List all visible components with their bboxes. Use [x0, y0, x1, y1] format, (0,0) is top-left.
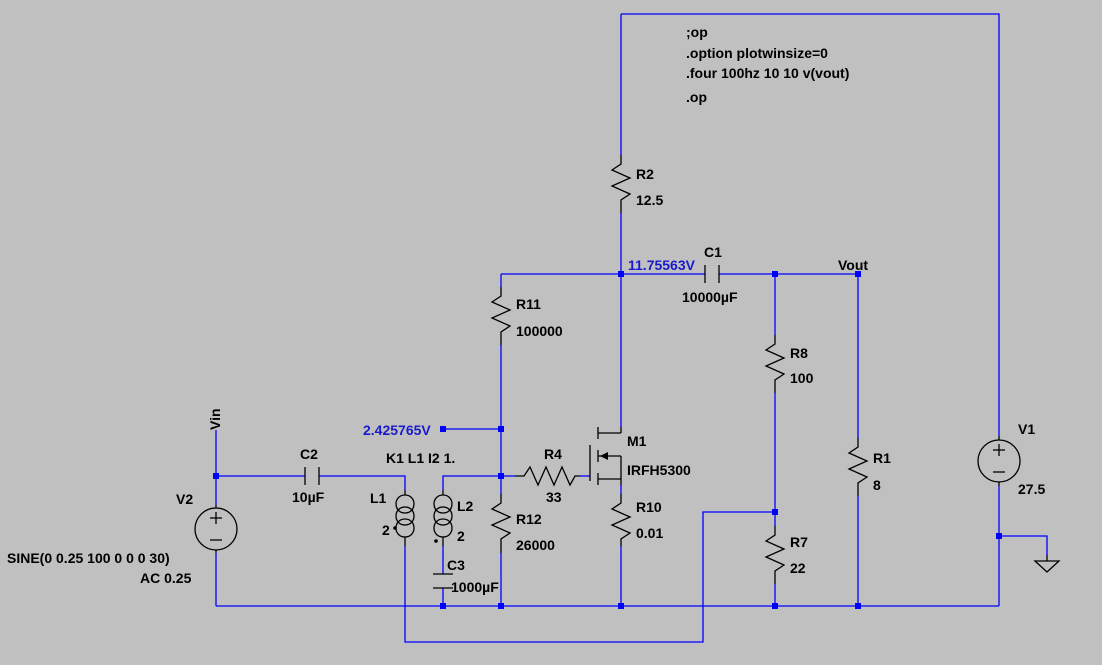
ground-icon[interactable] [1033, 555, 1061, 573]
resistor-r10[interactable] [610, 494, 632, 546]
directive-line[interactable]: .op [686, 89, 707, 105]
drain-node-voltage: 11.75563V [628, 257, 696, 273]
capacitor-c1[interactable] [704, 265, 720, 283]
r10-value[interactable]: 0.01 [636, 525, 663, 541]
resistor-r7[interactable] [764, 526, 786, 584]
r12-name: R12 [516, 511, 542, 527]
wires[interactable] [215, 13, 1048, 643]
r4-name: R4 [544, 446, 562, 462]
l2-value[interactable]: 2 [457, 528, 465, 544]
v2-ac[interactable]: AC 0.25 [140, 570, 192, 586]
r7-value[interactable]: 22 [790, 560, 806, 576]
voltage-source-v2[interactable] [194, 505, 238, 553]
r11-name: R11 [516, 296, 541, 312]
c1-value[interactable]: 10000µF [682, 289, 738, 305]
c3-name: C3 [447, 557, 465, 573]
c2-value[interactable]: 10µF [292, 489, 325, 505]
r2-value[interactable]: 12.5 [636, 192, 663, 208]
resistor-r4[interactable] [515, 465, 580, 487]
c2-name: C2 [300, 446, 318, 462]
r8-value[interactable]: 100 [790, 370, 814, 386]
v1-value[interactable]: 27.5 [1018, 481, 1045, 497]
directive-line[interactable]: .option plotwinsize=0 [686, 45, 828, 61]
inductor-l1[interactable] [393, 490, 415, 546]
r1-value[interactable]: 8 [873, 477, 881, 493]
directive-line[interactable]: ;op [686, 24, 708, 40]
gate-node-voltage: 2.425765V [363, 422, 431, 438]
junction-dots [213, 271, 1002, 609]
spice-directives[interactable]: ;op .option plotwinsize=0 .four 100hz 10… [686, 24, 849, 105]
capacitor-c3[interactable] [433, 573, 453, 589]
capacitor-c2[interactable] [304, 467, 320, 485]
net-label-vin[interactable]: Vin [207, 408, 223, 430]
resistor-r8[interactable] [764, 335, 786, 393]
l1-name: L1 [370, 490, 387, 506]
c1-name: C1 [704, 244, 722, 260]
net-label-vout[interactable]: Vout [838, 257, 868, 273]
v2-name: V2 [176, 491, 193, 507]
resistor-r11[interactable] [490, 287, 512, 345]
v1-name: V1 [1018, 421, 1035, 437]
l1-value[interactable]: 2 [382, 522, 390, 538]
r4-value[interactable]: 33 [546, 489, 562, 505]
resistor-r1[interactable] [847, 438, 869, 496]
resistor-r2[interactable] [610, 155, 632, 213]
m1-value[interactable]: IRFH5300 [627, 462, 691, 478]
c3-value[interactable]: 1000µF [451, 579, 499, 595]
r11-value[interactable]: 100000 [516, 323, 563, 339]
r1-name: R1 [873, 450, 891, 466]
l2-name: L2 [457, 498, 474, 514]
resistor-r12[interactable] [490, 494, 512, 553]
r10-name: R10 [636, 499, 662, 515]
k1-directive[interactable]: K1 L1 I2 1. [386, 450, 455, 466]
r12-value[interactable]: 26000 [516, 537, 555, 553]
voltage-source-v1[interactable] [977, 436, 1021, 486]
r8-name: R8 [790, 345, 808, 361]
inductor-l2[interactable] [433, 490, 453, 546]
mosfet-m1[interactable] [589, 427, 622, 485]
r2-name: R2 [636, 166, 654, 182]
v2-value[interactable]: SINE(0 0.25 100 0 0 0 30) [7, 550, 170, 566]
directive-line[interactable]: .four 100hz 10 10 v(vout) [686, 65, 849, 81]
m1-name: M1 [627, 433, 647, 449]
r7-name: R7 [790, 534, 808, 550]
